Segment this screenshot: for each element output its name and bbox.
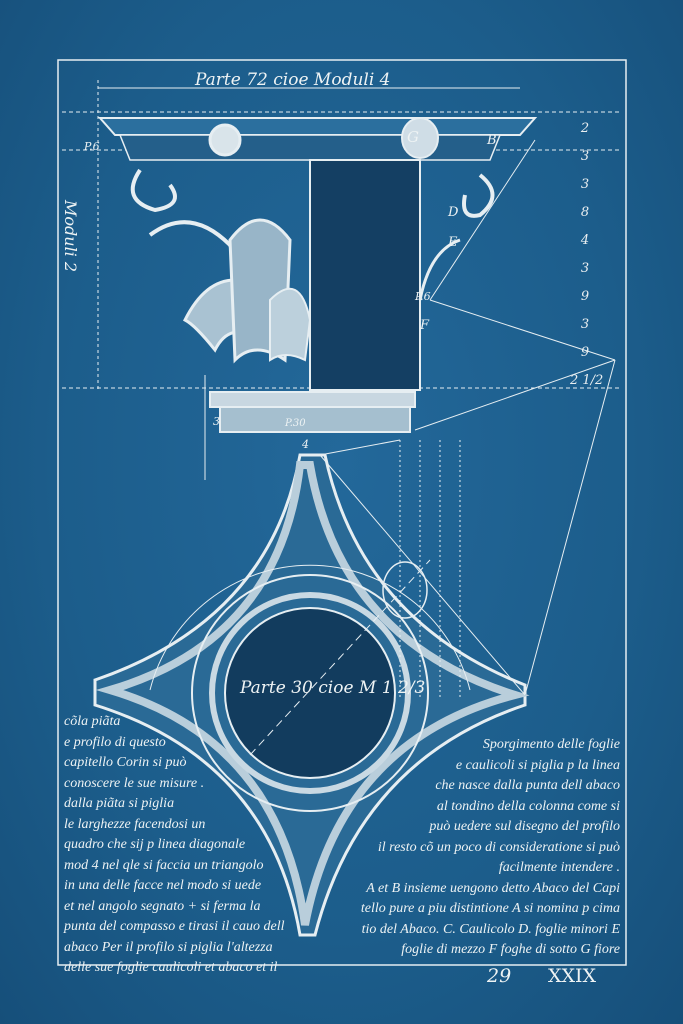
letter-e: E — [448, 235, 458, 250]
plan-circle — [191, 574, 429, 812]
scale-value: 3 — [580, 261, 590, 276]
caption-line: Sporgimento delle foglie — [482, 737, 620, 752]
letter-f: F — [420, 318, 430, 333]
bell — [309, 159, 421, 391]
caption-line: il resto cõ un poco di consideratione si… — [377, 839, 620, 855]
caption-line: cõla piãta — [64, 714, 121, 729]
letter-d: D — [448, 205, 459, 220]
caption-line: che nasce dalla punta dell abaco — [435, 778, 620, 793]
caption-line: facilmente intendere . — [498, 860, 620, 875]
scale-value: 9 — [580, 289, 590, 304]
label-three: 3 — [213, 415, 220, 428]
plate-number: XXIX — [548, 965, 597, 987]
caption-line: e profilo di questo — [64, 734, 166, 750]
plate-frame — [57, 59, 627, 966]
top-dimension-label: Parte 72 cioe Moduli 4 — [195, 70, 391, 90]
caption-line: abaco Per il profilo si piglia l'altezza — [64, 939, 273, 955]
caption-line: delle sue foglie caulicoli et abaco et i… — [64, 960, 278, 975]
caption-line: A et B insieme uengono detto Abaco del C… — [366, 880, 620, 896]
caption-line: quadro che sij p linea diagonale — [64, 837, 246, 852]
scale-value: 8 — [580, 205, 590, 220]
caption-line: tio del Abaco. C. Caulicolo D. foglie mi… — [361, 921, 620, 937]
letter-b: B — [487, 133, 497, 148]
caption-line: al tondino della colonna come si — [436, 798, 620, 814]
scale-value: 3 — [580, 149, 590, 164]
caption-line: mod 4 nel qle si faccia un triangolo — [64, 857, 264, 873]
caption-line: dalla piãta si piglia — [64, 796, 175, 811]
label-four: 4 — [302, 438, 309, 451]
astragal — [209, 391, 416, 408]
letter-g: G — [407, 128, 419, 146]
scale-value: 2 1/2 — [570, 373, 604, 388]
caption-line: punta del compasso e tirasi il cauo dell — [64, 919, 285, 934]
scale-value: 3 — [580, 317, 590, 332]
caption-line: capitello Corin si può — [64, 755, 187, 770]
right-scale: 2 3 3 8 4 3 9 3 9 2 1/2 — [570, 115, 604, 395]
plan-dimension-label: Parte 30 cioe M 1 2/3 — [240, 678, 426, 698]
scale-value: 9 — [580, 345, 590, 360]
label-p30: P.30 — [285, 418, 306, 429]
caption-line: le larghezze facendosi un — [64, 816, 206, 832]
caption-line: conoscere le sue misure . — [64, 775, 205, 791]
flower-rosette — [208, 123, 242, 157]
caption-line: può uedere sul disegno del profilo — [429, 819, 620, 834]
scale-value: 2 — [580, 121, 590, 136]
caption-line: in una delle facce nel modo si uede — [64, 878, 262, 893]
left-caption: cõla piãta e profilo di questo capitello… — [64, 712, 284, 979]
label-p6-left: P.6 — [84, 140, 100, 153]
page-number: 29 — [487, 965, 512, 987]
label-p6-right: P.6 — [415, 290, 431, 303]
caption-line: tello pure a piu distintione A si nomina… — [360, 901, 620, 916]
caption-line: et nel angolo segnato + si ferma la — [64, 898, 261, 914]
caption-line: foglie di mezzo F foghe di sotto G fiore — [401, 942, 620, 957]
scale-value: 4 — [580, 233, 590, 248]
abacus — [97, 117, 538, 136]
scale-value: 3 — [580, 177, 590, 192]
right-caption: Sporgimento delle foglie e caulicoli si … — [330, 735, 620, 961]
caption-line: e caulicoli si piglia p la linea — [455, 757, 620, 773]
side-dimension-label: Moduli 2 — [61, 200, 80, 273]
